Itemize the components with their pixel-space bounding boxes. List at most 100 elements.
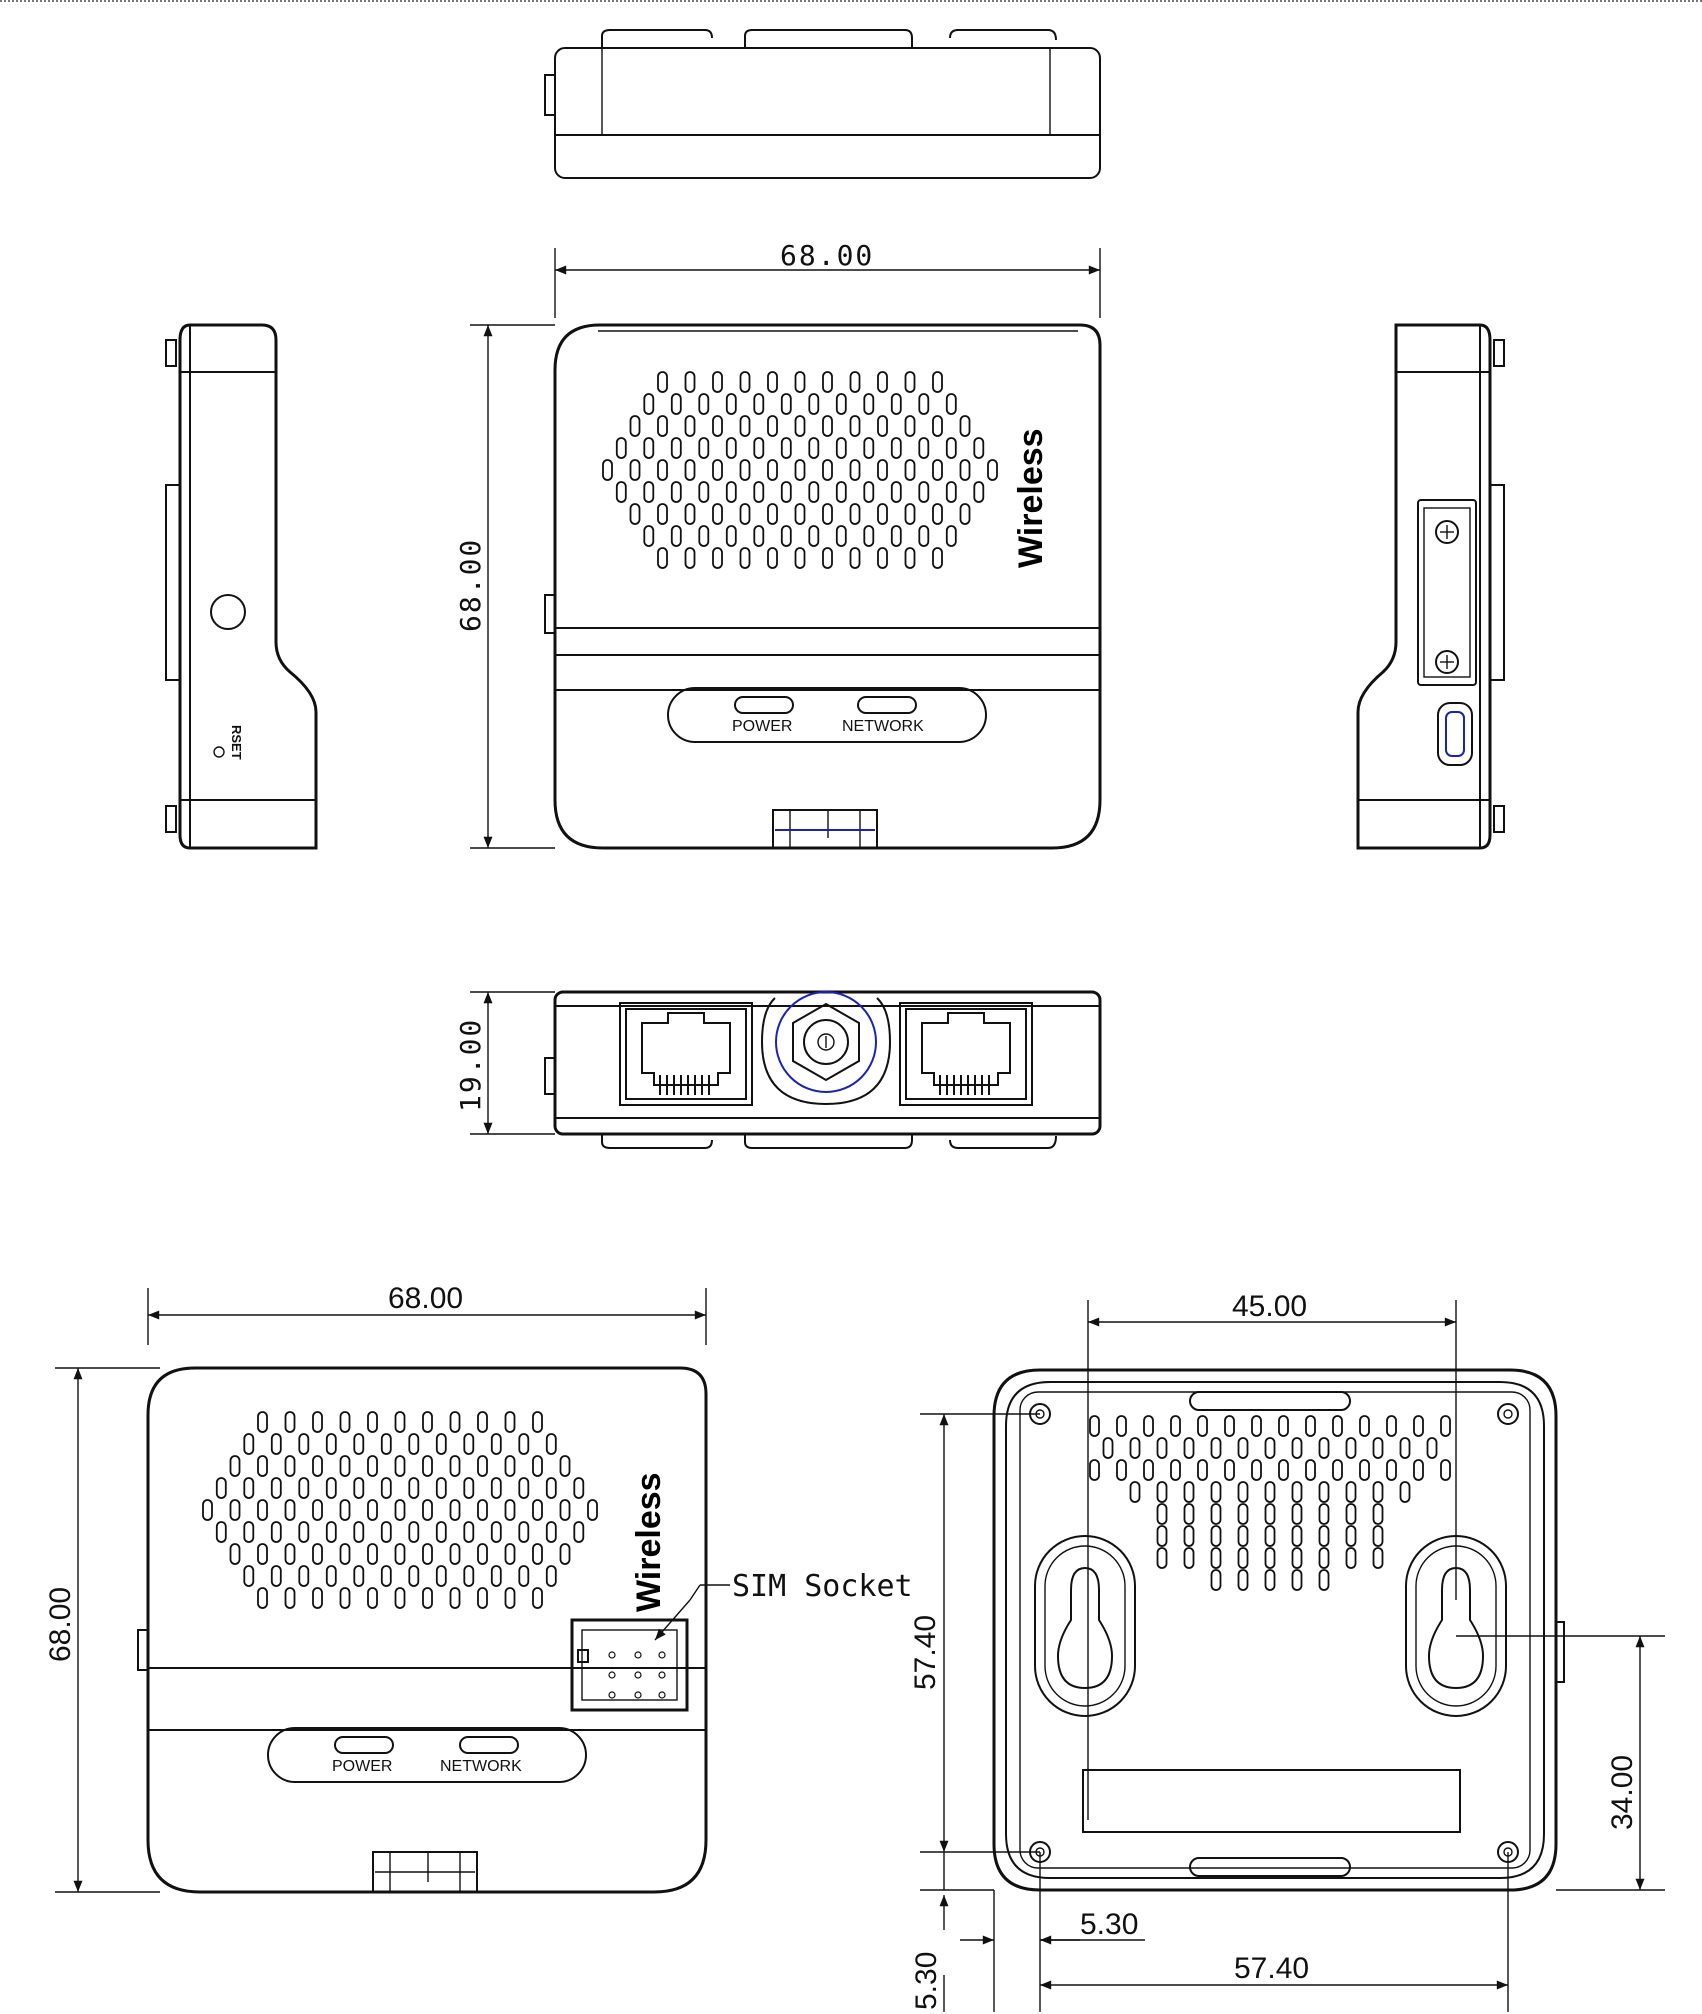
vent-hole	[808, 437, 820, 459]
vent-hole	[712, 415, 723, 437]
vent-hole	[325, 1433, 337, 1455]
right-side-view	[1356, 323, 1505, 850]
vent-hole	[1426, 1437, 1438, 1459]
vent-hole	[312, 1411, 323, 1433]
power-label-2: POWER	[332, 1758, 392, 1775]
dim-top-width: 68.00	[780, 239, 874, 272]
vent-hole	[1359, 1459, 1370, 1481]
vent-hole	[739, 371, 751, 393]
vent-hole	[1345, 1547, 1357, 1569]
vent-hole	[545, 1477, 557, 1499]
vent-hole	[712, 371, 723, 393]
vent-hole	[835, 437, 847, 459]
vent-hole	[945, 437, 957, 459]
vent-hole	[394, 1455, 406, 1477]
vent-hole	[725, 437, 737, 459]
vent-hole	[339, 1455, 351, 1477]
vent-hole	[1183, 1547, 1195, 1569]
vent-hole	[312, 1543, 323, 1565]
vent-hole	[532, 1499, 543, 1521]
vent-hole	[1291, 1481, 1303, 1503]
vent-hole	[1183, 1503, 1195, 1525]
vent-hole	[794, 415, 806, 437]
vent-hole	[422, 1499, 433, 1521]
vent-hole	[725, 481, 737, 503]
vent-hole	[353, 1477, 365, 1499]
dim-inset-horizontal: 5.30	[1080, 1908, 1138, 1941]
vent-hole	[849, 547, 861, 569]
vent-hole	[257, 1543, 268, 1565]
vent-hole	[380, 1521, 392, 1543]
vent-hole	[932, 547, 943, 569]
vent-hole	[753, 393, 765, 415]
vent-hole	[767, 459, 778, 481]
vent-hole	[490, 1565, 502, 1587]
vent-hole	[822, 547, 833, 569]
vent-hole	[477, 1499, 488, 1521]
vent-hole	[932, 459, 943, 481]
vent-hole	[698, 393, 710, 415]
vent-hole	[1372, 1525, 1384, 1547]
vent-hole	[1197, 1459, 1208, 1481]
vent-hole	[863, 393, 875, 415]
vent-hole	[477, 1455, 488, 1477]
vent-hole	[339, 1411, 351, 1433]
vent-hole	[877, 547, 888, 569]
vent-hole	[325, 1565, 337, 1587]
vent-hole	[932, 503, 943, 525]
vent-hole	[904, 371, 916, 393]
vent-hole	[780, 437, 792, 459]
vent-hole	[822, 459, 833, 481]
vent-hole	[739, 415, 751, 437]
vent-hole	[1156, 1525, 1168, 1547]
vent-hole	[1170, 1415, 1181, 1437]
vent-hole	[215, 1477, 227, 1499]
vent-hole	[615, 437, 627, 459]
network-label: NETWORK	[842, 718, 924, 735]
vent-hole	[808, 393, 820, 415]
vent-hole	[739, 503, 751, 525]
vent-hole	[849, 415, 861, 437]
dim-vertical: 57.40	[909, 1615, 942, 1690]
vent-hole	[1251, 1415, 1262, 1437]
dim-bl-height: 68.00	[44, 1587, 77, 1662]
vent-hole	[559, 1455, 571, 1477]
vent-hole	[463, 1565, 475, 1587]
vent-hole	[794, 547, 806, 569]
vent-hole	[904, 547, 916, 569]
vent-hole	[422, 1543, 433, 1565]
vent-hole	[780, 393, 792, 415]
vent-hole	[698, 481, 710, 503]
network-label-2: NETWORK	[440, 1758, 522, 1775]
vent-hole	[698, 437, 710, 459]
vent-hole	[918, 481, 930, 503]
bottom-right-underside-view: 45.00	[909, 1290, 1665, 2012]
vent-hole	[794, 503, 806, 525]
vent-hole	[670, 525, 682, 547]
vent-hole	[1291, 1547, 1303, 1569]
vent-hole	[918, 525, 930, 547]
vent-hole	[215, 1521, 227, 1543]
vent-hole	[1318, 1525, 1330, 1547]
vent-hole	[367, 1411, 378, 1433]
vent-hole	[1291, 1525, 1303, 1547]
vent-hole	[1318, 1569, 1330, 1591]
vent-hole	[1278, 1415, 1289, 1437]
vent-hole	[1345, 1437, 1357, 1459]
vent-hole	[1332, 1459, 1343, 1481]
vent-hole	[504, 1411, 516, 1433]
vent-hole	[1386, 1459, 1397, 1481]
vent-grille-2	[202, 1411, 598, 1609]
vent-hole	[257, 1411, 268, 1433]
vent-hole	[657, 503, 668, 525]
vent-hole	[684, 415, 696, 437]
vent-hole	[298, 1477, 310, 1499]
vent-hole	[257, 1455, 268, 1477]
vent-hole	[767, 503, 778, 525]
vent-hole	[518, 1477, 530, 1499]
vent-hole	[490, 1477, 502, 1499]
vent-hole	[643, 481, 655, 503]
vent-hole	[325, 1521, 337, 1543]
vent-hole	[849, 459, 861, 481]
vent-hole	[257, 1499, 268, 1521]
